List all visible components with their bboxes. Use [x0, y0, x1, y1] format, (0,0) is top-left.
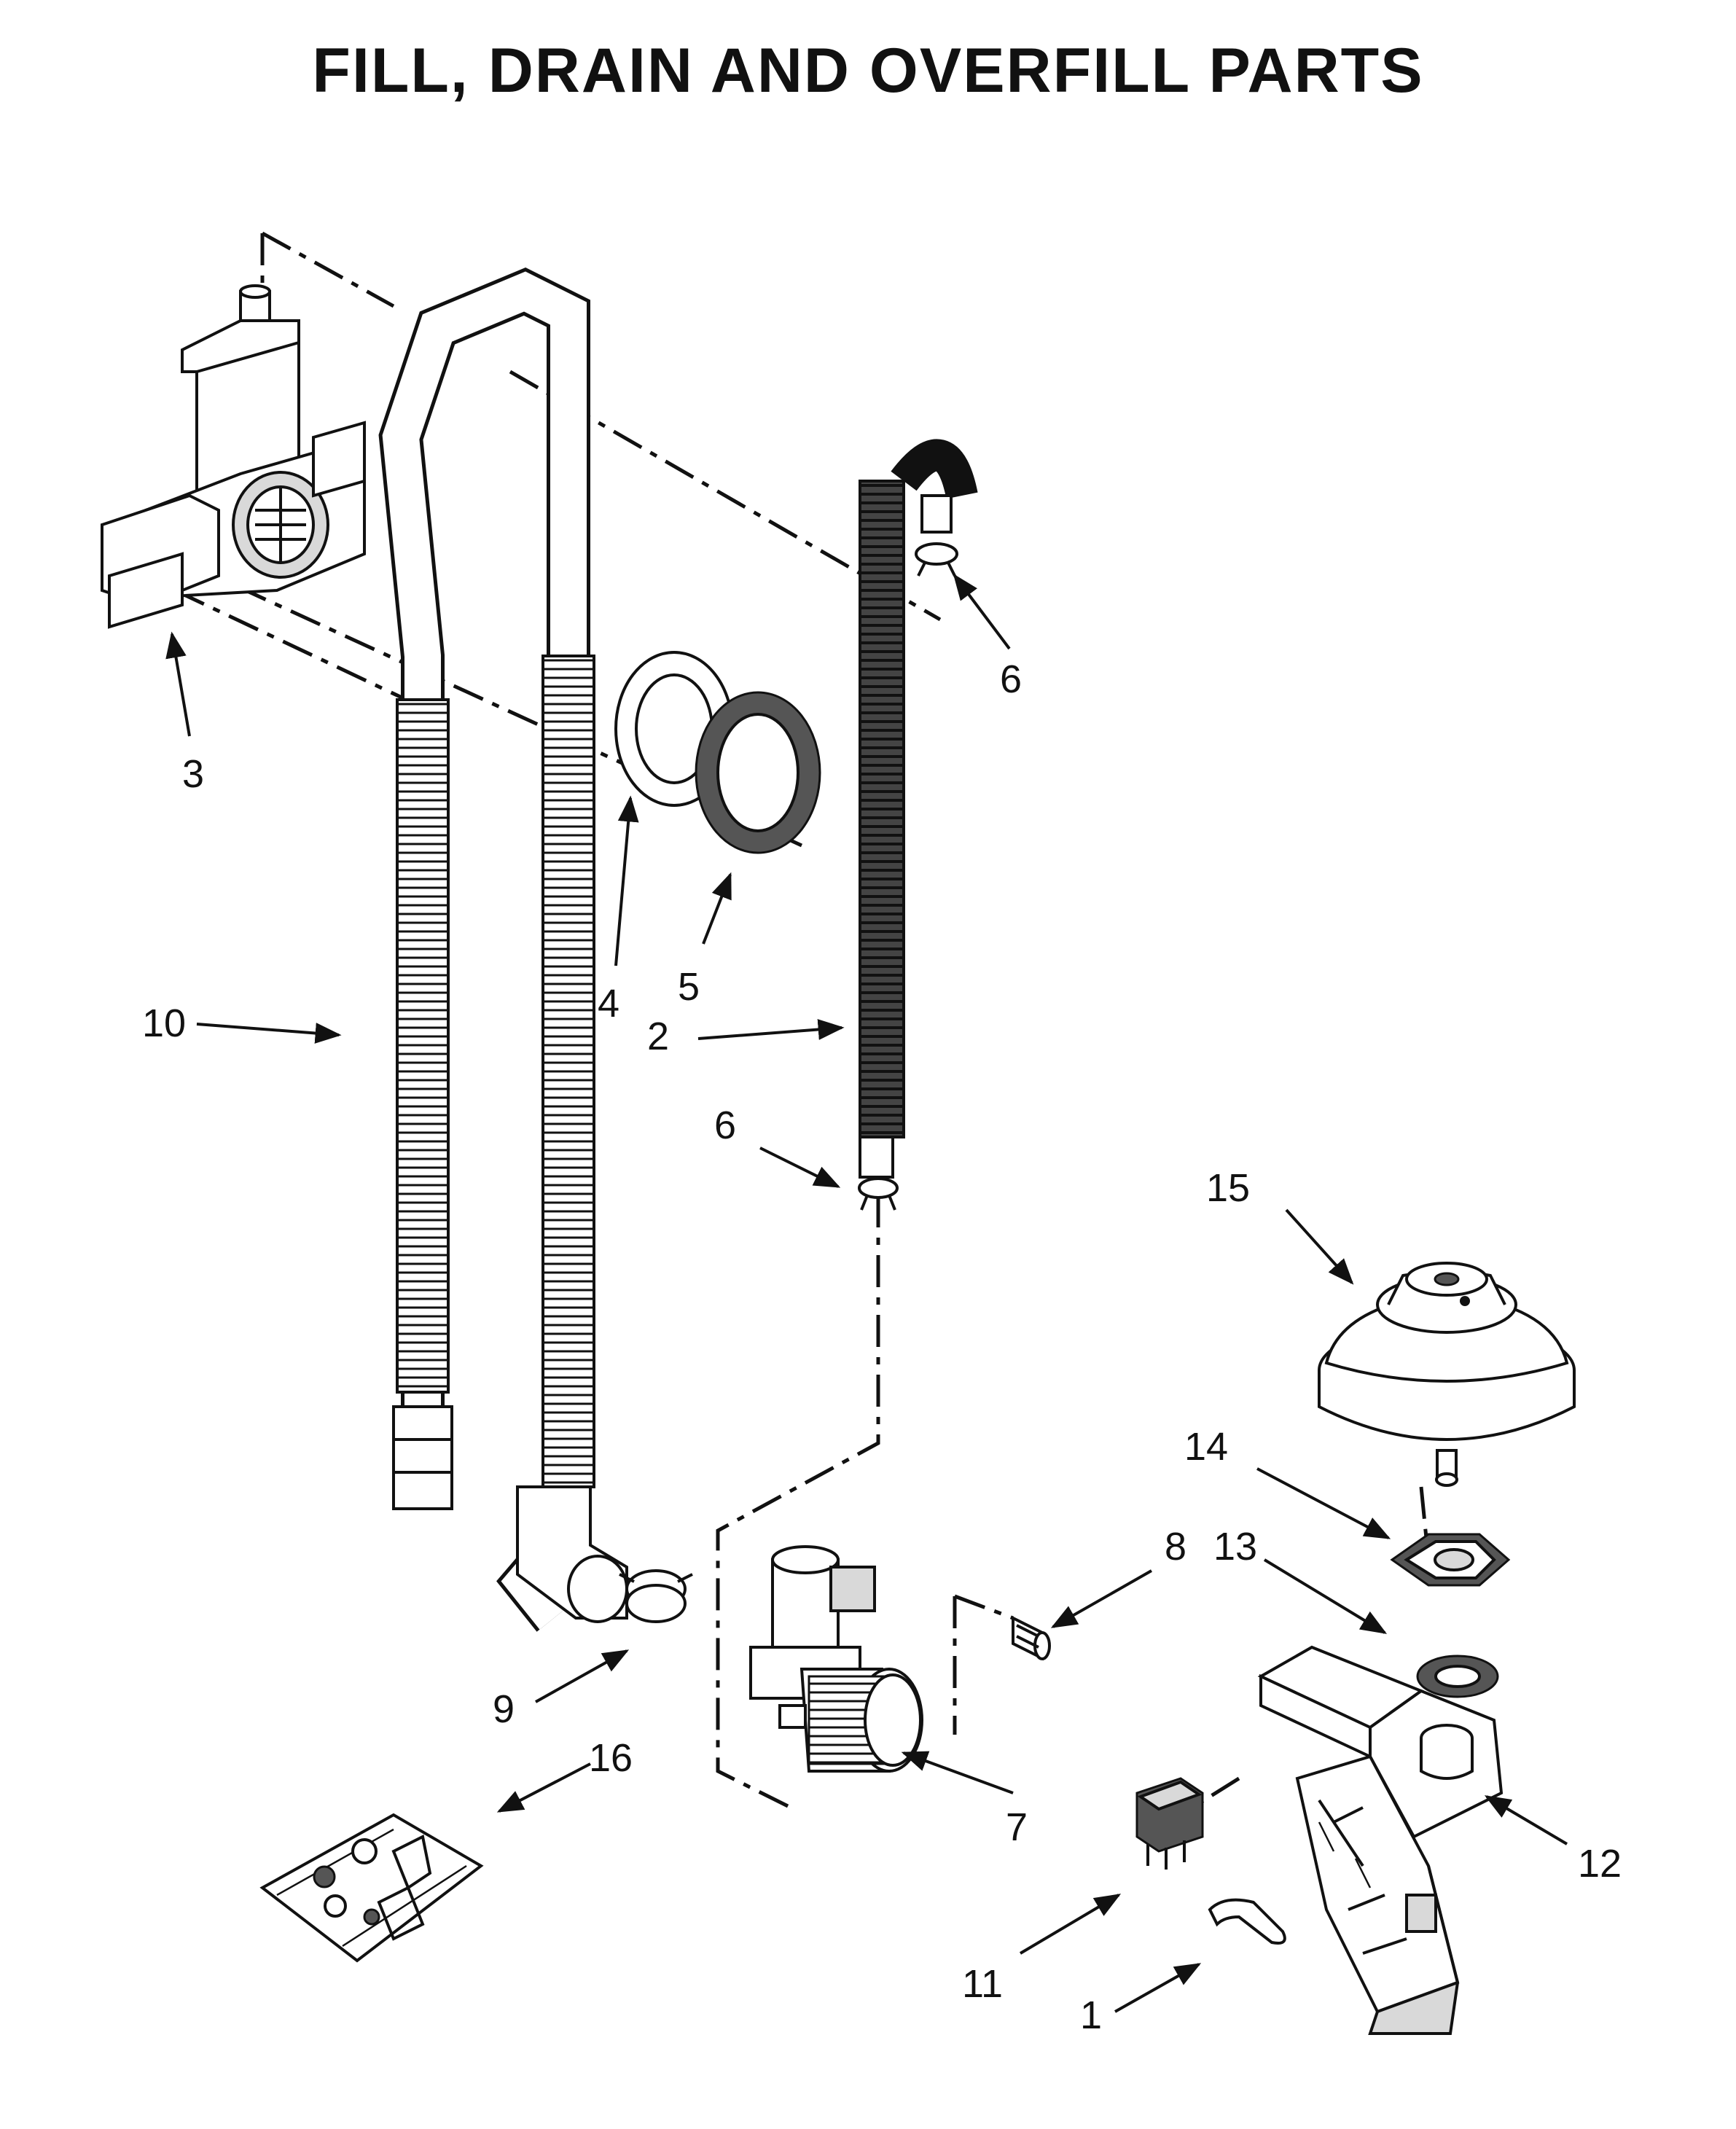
part-14-hex-nut [1390, 1533, 1511, 1587]
part-12-float-switch-bracket [1257, 1645, 1504, 2035]
callout-10: 10 [142, 1001, 186, 1045]
part-9-spring-clamp [619, 1569, 693, 1623]
part-6-hose-clamp-bottom [858, 1177, 899, 1211]
callout-11: 11 [962, 1962, 1003, 2006]
callout-6-bottom: 6 [714, 1103, 736, 1147]
callout-5: 5 [678, 965, 700, 1009]
callout-1: 1 [1080, 1993, 1102, 2037]
part-2-fill-hose [859, 439, 978, 1179]
part-13-washer [1416, 1655, 1499, 1698]
callout-12: 12 [1578, 1842, 1622, 1886]
part-8-screw [1012, 1615, 1051, 1661]
callout-7: 7 [1006, 1805, 1028, 1849]
part-16-parts-bag [259, 1813, 484, 1963]
callout-9: 9 [493, 1687, 515, 1731]
page-title: FILL, DRAIN AND OVERFILL PARTS [312, 36, 1424, 106]
leader-arrows [165, 574, 1568, 2013]
callout-3: 3 [182, 752, 204, 796]
part-15-float [1318, 1262, 1576, 1487]
part-6-hose-clamp-top [915, 542, 958, 577]
part-3-vent-housing [101, 284, 366, 629]
callout-2: 2 [647, 1015, 669, 1058]
callout-13: 13 [1213, 1525, 1257, 1569]
callout-8: 8 [1165, 1525, 1186, 1569]
callout-14: 14 [1184, 1425, 1228, 1469]
part-7-inlet-valve [749, 1545, 923, 1773]
part-5-nut [695, 691, 821, 854]
callout-6-top: 6 [1000, 657, 1022, 701]
callout-4: 4 [598, 982, 619, 1026]
callout-16: 16 [589, 1736, 633, 1780]
part-1-clip [1208, 1898, 1286, 1945]
callout-labels: 1 2 3 4 5 6 6 7 8 9 10 11 12 13 14 15 16 [142, 657, 1622, 2037]
part-11-switch [1135, 1777, 1204, 1870]
part-10-drain-hose [378, 267, 628, 1632]
callout-15: 15 [1206, 1166, 1250, 1210]
